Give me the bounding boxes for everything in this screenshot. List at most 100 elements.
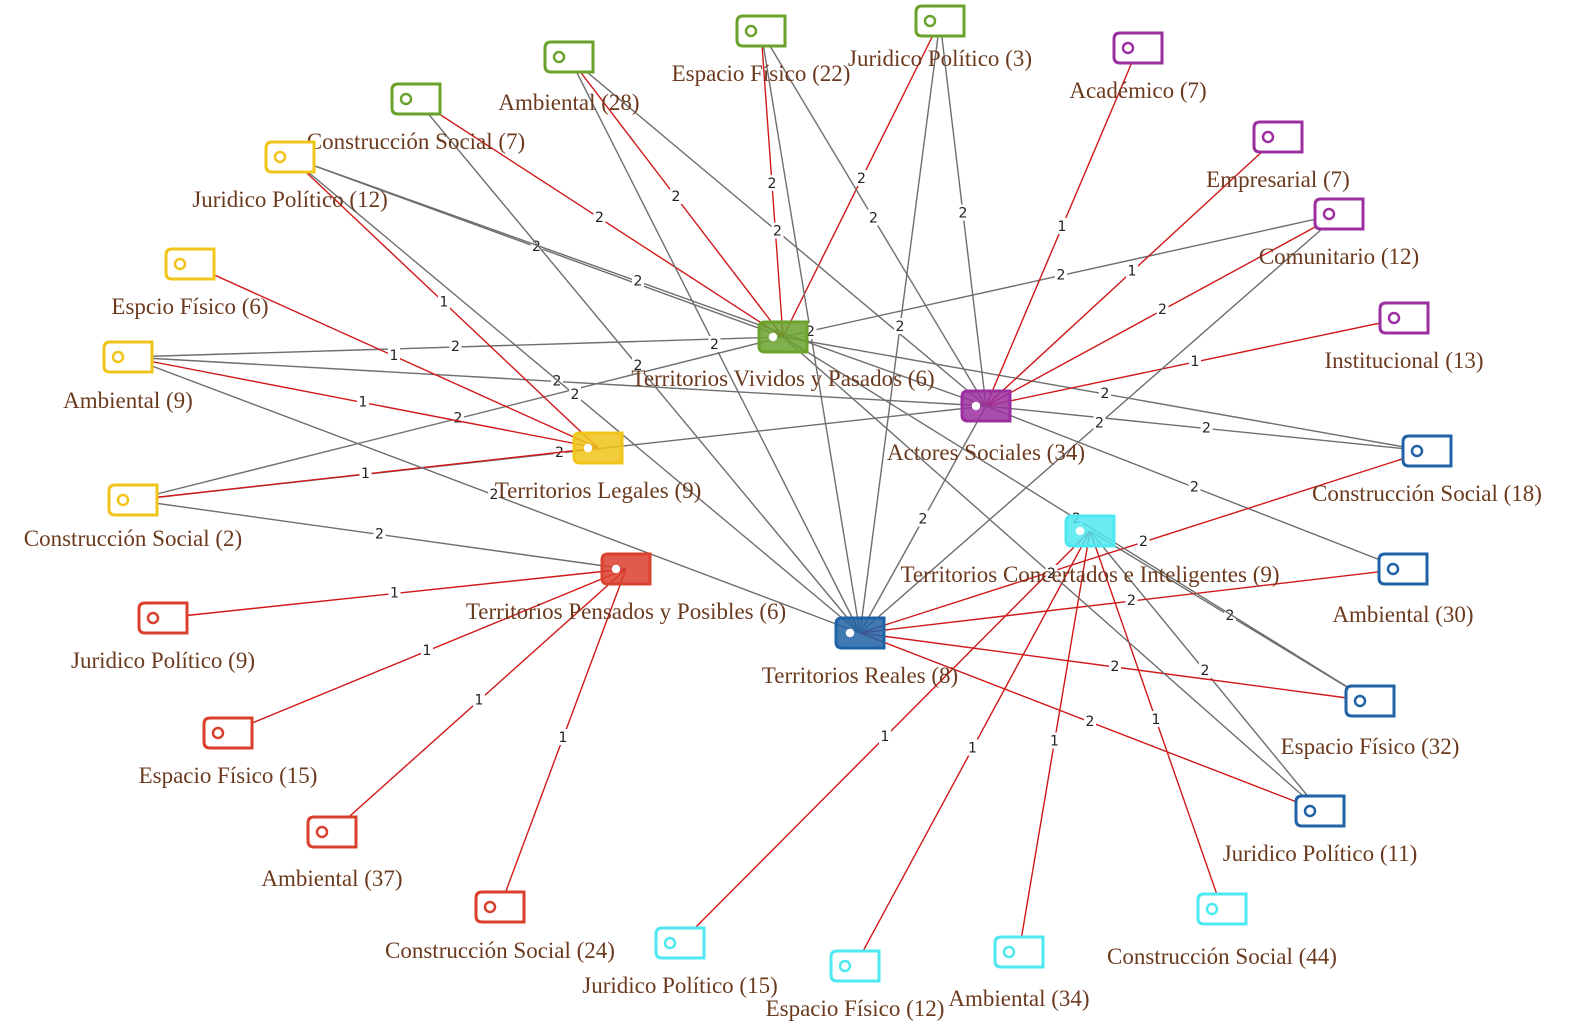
node-r_cs[interactable]: Construcción Social (24) — [385, 890, 615, 963]
tag-hole-icon — [1261, 130, 1275, 144]
node-as[interactable]: Actores Sociales (34) — [887, 389, 1085, 465]
node-label: Ambiental (28) — [498, 90, 639, 115]
tag-hole-icon — [663, 936, 677, 950]
edge-weight-bg — [771, 222, 784, 239]
tag-icon — [572, 431, 624, 465]
edge-weight-label: 1 — [1048, 732, 1061, 750]
tag-hole-icon — [173, 257, 187, 271]
tag-icon — [137, 601, 189, 635]
edge-weight-bg — [438, 293, 450, 310]
edge-weight: 1 — [423, 643, 432, 659]
node-c_amb[interactable]: Ambiental (34) — [948, 935, 1090, 1011]
node-label: Ambiental (34) — [948, 986, 1089, 1011]
node-p_com[interactable]: Comunitario (12) — [1259, 197, 1419, 269]
node-g_jp[interactable]: Juridico Político (3) — [848, 4, 1032, 71]
edge-weight-label: 2 — [530, 238, 543, 255]
node-p_emp[interactable]: Empresarial (7) — [1206, 120, 1350, 192]
node-c_ef[interactable]: Espacio Físico (12) — [766, 949, 945, 1021]
node-c_cs[interactable]: Construcción Social (44) — [1107, 892, 1337, 969]
node-label: Juridico Político (12) — [192, 187, 387, 212]
tag-icon — [1377, 552, 1429, 586]
edge-weight-label: 2 — [766, 175, 778, 192]
node-b_jp[interactable]: Juridico Político (11) — [1223, 794, 1418, 866]
edge-weight: 2 — [1127, 593, 1136, 609]
edge-weight-bg — [1048, 732, 1061, 749]
node-label: Académico (7) — [1069, 78, 1206, 103]
edge-weight: 2 — [768, 176, 777, 192]
tag-hole-icon — [923, 14, 937, 28]
edge-weight-bg — [359, 465, 372, 481]
edge-weight-label: 2 — [1055, 266, 1067, 284]
edge-weight-label: 2 — [449, 338, 462, 355]
edge-weight-label: 2 — [670, 188, 682, 205]
edge-weight-label: 2 — [1188, 478, 1201, 496]
tag-icon — [735, 14, 787, 48]
node-label: Comunitario (12) — [1259, 244, 1419, 269]
tag-hole-icon — [1410, 444, 1424, 458]
node-g_amb[interactable]: Ambiental (28) — [498, 40, 640, 115]
tag-hole-icon — [1002, 945, 1016, 959]
edge-weight-label: 2 — [488, 486, 500, 503]
node-c_jp[interactable]: Juridico Político (15) — [582, 926, 778, 998]
tag-hole-icon — [116, 493, 130, 507]
edge-weight-bg — [1125, 592, 1138, 608]
node-tci[interactable]: Territorios Concertados e Inteligentes (… — [900, 514, 1280, 587]
edge-weight-bg — [894, 318, 906, 334]
node-y_amb[interactable]: Ambiental (9) — [63, 340, 193, 413]
tag-hole-icon — [1353, 694, 1367, 708]
edge-weight: 2 — [1201, 663, 1210, 679]
node-tvp[interactable]: Territorios Vividos y Pasados (6) — [631, 320, 935, 391]
node-b_ef[interactable]: Espacio Físico (32) — [1281, 684, 1460, 759]
edge-weight: 1 — [1191, 354, 1200, 370]
edge-weight-label: 2 — [632, 357, 644, 374]
edge-weight-label: 1 — [421, 642, 433, 659]
edge-weight: 2 — [1190, 480, 1199, 496]
node-label: Territorios Concertados e Inteligentes (… — [900, 562, 1279, 587]
tag-icon — [102, 340, 154, 374]
node-p_ins[interactable]: Institucional (13) — [1324, 301, 1484, 373]
tag-icon — [757, 320, 809, 354]
tag-icon — [1196, 892, 1248, 926]
tag-hole-icon — [611, 564, 621, 574]
edge-weight-label: 2 — [1224, 607, 1236, 624]
node-g_cs[interactable]: Construcción Social (7) — [307, 82, 525, 154]
node-tl[interactable]: Territorios Legales (9) — [495, 431, 702, 503]
node-tpp[interactable]: Territorios Pensados y Posibles (6) — [466, 552, 786, 624]
node-label: Territorios Pensados y Posibles (6) — [466, 599, 786, 624]
tag-hole-icon — [838, 959, 852, 973]
tag-icon — [202, 716, 254, 750]
edge-weight-label: 2 — [855, 170, 868, 187]
node-label: Espcio Físico (6) — [111, 294, 268, 319]
edge-weight: 2 — [454, 411, 463, 427]
node-y_ef[interactable]: Espcio Físico (6) — [111, 247, 269, 319]
node-label: Construcción Social (7) — [307, 129, 525, 154]
node-r_ef[interactable]: Espacio Físico (15) — [139, 716, 318, 788]
edge-weight-label: 2 — [569, 386, 581, 403]
edge-weight-label: 1 — [388, 347, 400, 364]
node-b_cs[interactable]: Construcción Social (18) — [1312, 434, 1542, 506]
edge-weight-label: 2 — [917, 510, 929, 528]
node-r_amb[interactable]: Ambiental (37) — [261, 815, 403, 891]
tag-icon — [1064, 514, 1116, 548]
tag-icon — [107, 483, 159, 517]
edge-weight: 2 — [1226, 608, 1235, 624]
edge-weight: 2 — [1139, 534, 1148, 550]
edge-weight: 1 — [1058, 219, 1067, 235]
node-label: Construcción Social (18) — [1312, 481, 1542, 506]
node-y_jp[interactable]: Juridico Político (12) — [192, 140, 388, 212]
edge-weight-bg — [1109, 658, 1121, 674]
node-g_ef[interactable]: Espacio Físico (22) — [672, 14, 851, 86]
edge-weight: 2 — [1111, 659, 1120, 675]
node-y_cs[interactable]: Construcción Social (2) — [24, 483, 242, 551]
edge-weight: 1 — [390, 348, 399, 364]
node-b_amb[interactable]: Ambiental (30) — [1332, 552, 1474, 627]
edge-weight: 2 — [869, 211, 878, 227]
edge-weight: 2 — [571, 387, 580, 403]
tag-hole-icon — [399, 92, 413, 106]
node-r_jp[interactable]: Juridico Político (9) — [71, 601, 255, 673]
node-p_aca[interactable]: Académico (7) — [1069, 31, 1207, 103]
tag-icon — [1252, 120, 1304, 154]
node-tr[interactable]: Territorios Reales (8) — [762, 616, 958, 688]
edge-weight-label: 1 — [1189, 353, 1201, 370]
